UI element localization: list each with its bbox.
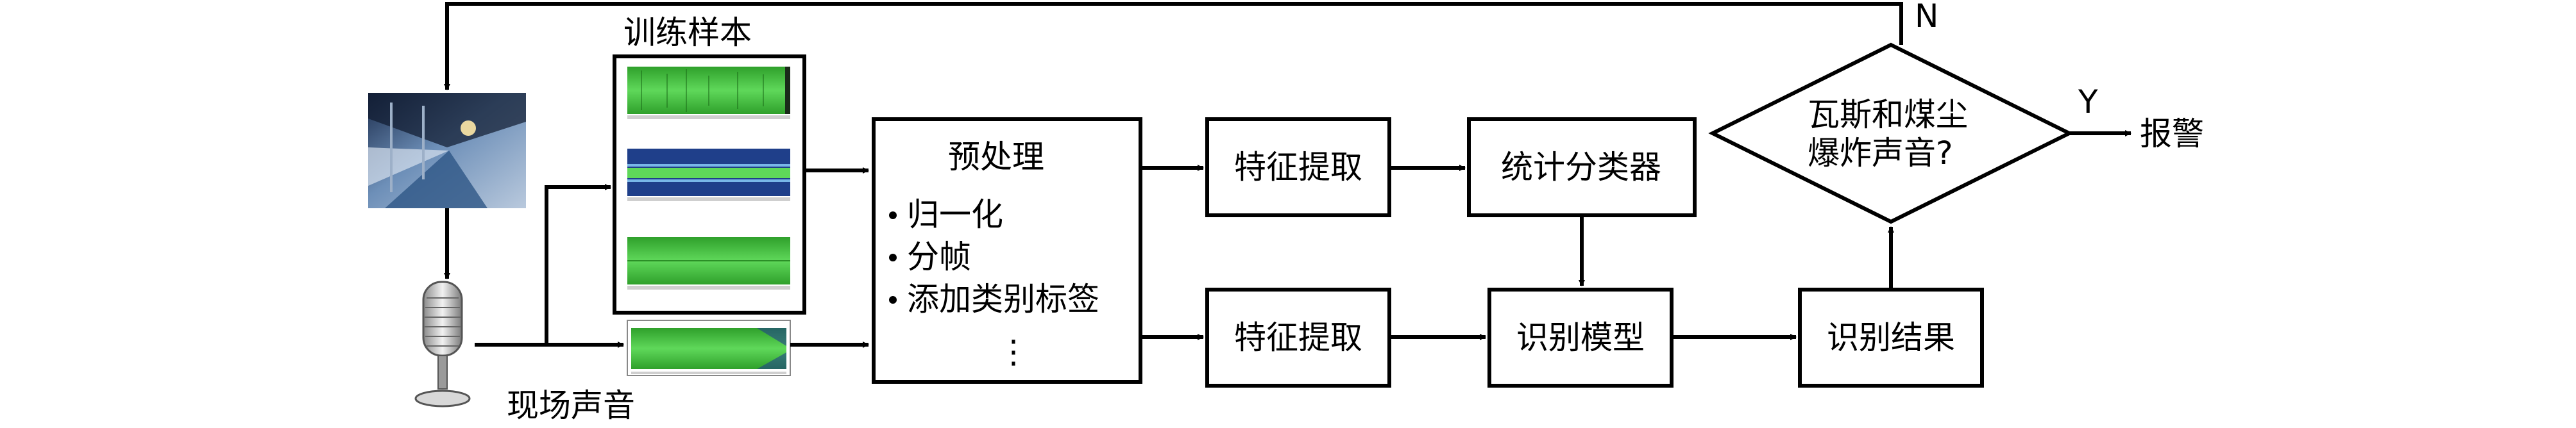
feature-extract-bottom-box — [1205, 288, 1391, 388]
feature-extract-bottom-label: 特征提取 — [1234, 319, 1362, 356]
preprocess-item: 添加类别标签 — [889, 281, 1099, 318]
preprocess-ellipsis: ⋮ — [997, 333, 1030, 370]
sample-waveform-1 — [627, 67, 790, 119]
decision-line-2: 爆炸声音? — [1808, 135, 1953, 172]
sample-waveform-2 — [627, 149, 790, 201]
decision-line-1: 瓦斯和煤尘 — [1808, 96, 1968, 133]
classifier-label: 统计分类器 — [1501, 149, 1661, 186]
to-samples-arrow — [545, 184, 611, 345]
no-label: N — [1915, 0, 1938, 35]
feature-extract-top-box — [1205, 117, 1391, 217]
preprocess-item: 归一化 — [889, 196, 1003, 233]
field-sound-label: 现场声音 — [507, 387, 635, 424]
svg-text:归一化: 归一化 — [907, 196, 1003, 233]
feedback-no-arrow — [444, 2, 1903, 90]
sample-waveform-3 — [627, 237, 790, 290]
preprocess-item: 分帧 — [889, 238, 971, 276]
field-sound-waveform — [627, 320, 791, 376]
mine-tunnel-photo — [368, 93, 526, 208]
yes-label: Y — [2078, 83, 2098, 120]
preprocess-title: 预处理 — [948, 138, 1044, 176]
alarm-label: 报警 — [2140, 115, 2204, 152]
svg-text:分帧: 分帧 — [907, 238, 971, 276]
training-samples-title: 训练样本 — [623, 14, 752, 51]
microphone-icon — [414, 281, 471, 407]
decision-diamond — [1708, 42, 2074, 224]
model-label: 识别模型 — [1516, 319, 1645, 356]
result-label: 识别结果 — [1827, 319, 1955, 356]
preprocess-box — [872, 117, 1142, 384]
svg-text:添加类别标签: 添加类别标签 — [907, 281, 1099, 318]
classifier-box — [1467, 117, 1697, 217]
feature-extract-top-label: 特征提取 — [1234, 149, 1362, 186]
result-box — [1798, 288, 1984, 388]
